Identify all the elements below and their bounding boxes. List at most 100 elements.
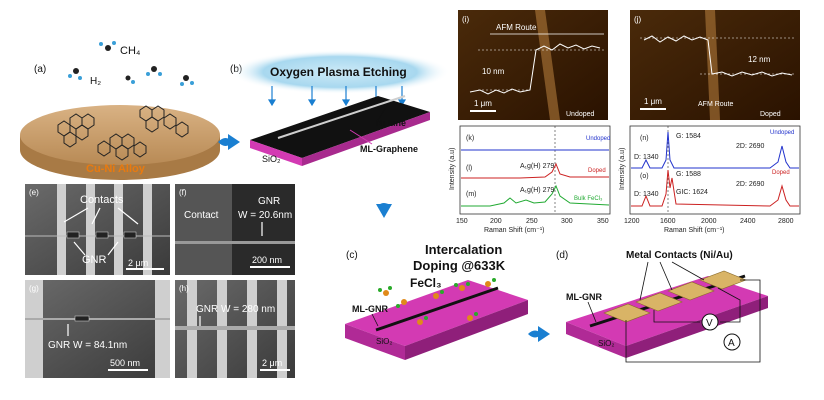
raman-m-label: (m): [466, 191, 477, 198]
panel-d: (d) Metal Contacts (Ni/Au) V A ML-GNR Si…: [556, 250, 768, 363]
raman-left-xlabel: Raman Shift (cm⁻¹): [484, 227, 544, 234]
gnr-label-e: GNR: [82, 254, 107, 266]
scale-j: 1 μm: [644, 97, 662, 106]
raman-m-peak: A₁g(H) 279: [520, 187, 554, 194]
contact-label-f: Contact: [184, 210, 219, 221]
afm-route-j: AFM Route: [698, 101, 734, 108]
ammeter-icon: [723, 333, 741, 351]
ni-line-label: Ni Line: [376, 118, 406, 128]
panel-g: (g) GNR W = 84.1nm 500 nm: [25, 280, 170, 378]
contacts-label: Contacts: [80, 194, 124, 206]
panel-h: (h) GNR W = 280 nm 2 μm: [175, 280, 295, 378]
panel-f: (f) Contact GNR W = 20.6nm 200 nm: [175, 184, 295, 275]
raman-right-xtick-0: 1200: [624, 218, 640, 225]
panel-h-label: (h): [179, 284, 189, 293]
state-i: Undoped: [566, 111, 595, 118]
panel-f-label: (f): [179, 188, 187, 197]
raman-left-xtick-1: 200: [490, 218, 502, 225]
afm-image-i: [458, 10, 608, 120]
raman-right-xtick-2: 2000: [701, 218, 717, 225]
raman-left-xtick-4: 350: [597, 218, 609, 225]
ni-line: [277, 95, 406, 139]
raman-n-2d: 2D: 2690: [736, 143, 765, 150]
raman-l-name: Doped: [588, 168, 606, 174]
panel-a-label: (a): [34, 64, 46, 75]
raman-left-xtick-3: 300: [561, 218, 573, 225]
raman-l-label: (l): [466, 165, 472, 172]
graphene-flakes: [57, 105, 189, 161]
plasma-glow: [230, 50, 450, 94]
state-j: Doped: [760, 111, 781, 118]
panel-j: (j) 12 nm 1 μm AFM Route Doped: [630, 10, 800, 120]
raman-n-name: Undoped: [770, 130, 794, 136]
panel-c: (c) Intercalation Doping @633K FeCl₃ ML-…: [345, 242, 528, 360]
voltmeter-icon: [701, 313, 719, 331]
sio2-label-d: SiO₂: [598, 339, 614, 348]
panel-e: (e) Contacts GNR 2 μm: [25, 184, 170, 275]
scale-i: 1 μm: [474, 99, 492, 108]
raman-right-xtick-3: 2400: [740, 218, 756, 225]
raman-left-xtick-0: 150: [456, 218, 468, 225]
raman-o-d: D: 1340: [634, 191, 659, 198]
gnr-width-h: GNR W = 280 nm: [196, 304, 275, 315]
sio2-side-d: [626, 296, 768, 358]
raman-left-xtick-2: 250: [526, 218, 538, 225]
substrate-label: Cu-Ni Alloy: [86, 163, 146, 175]
raman-n-d: D: 1340: [634, 154, 659, 161]
sio2-label-c: SiO₂: [376, 337, 392, 346]
flow-arrow-down: [376, 203, 392, 218]
methane-molecules: [68, 41, 194, 86]
sem-image-g: [25, 280, 170, 378]
raman-right-plot: Intensity (a.u) Raman Shift (cm⁻¹) 1200 …: [619, 125, 801, 234]
height-i: 10 nm: [482, 67, 505, 76]
scale-e: 2 μm: [128, 258, 148, 268]
flow-arrow-c-d: [528, 326, 550, 342]
sio2-front-c: [345, 324, 405, 360]
gnr-label-c: ML-GNR: [352, 304, 388, 314]
ammeter-label: A: [728, 338, 735, 349]
panel-a: (a) CH₄ H₂ Cu-Ni Alloy: [20, 41, 220, 180]
afm-route-i: AFM Route: [496, 23, 537, 32]
contact-leads: [625, 261, 761, 363]
alloy-disk-top: [20, 105, 220, 165]
raman-right-xtick-1: 1600: [660, 218, 676, 225]
raman-o-label: (o): [640, 173, 649, 180]
raman-o-2d: 2D: 2690: [736, 181, 765, 188]
sio2-top-c: [345, 280, 528, 346]
metal-pads: [603, 270, 747, 323]
raman-l-peak: A₁g(H) 279: [520, 163, 554, 170]
gnr-ribbon-c: [375, 286, 499, 332]
graphene-layer-top: [250, 96, 430, 158]
gnr-label-d: ML-GNR: [566, 292, 602, 302]
raman-curve-m: [461, 184, 610, 207]
raman-left-ylabel: Intensity (a.u): [449, 148, 456, 190]
metal-contacts-label: Metal Contacts (Ni/Au): [626, 250, 733, 261]
raman-o-g: G: 1588: [676, 171, 701, 178]
sio2-top-d: [566, 276, 768, 346]
plasma-title: Oxygen Plasma Etching: [270, 65, 407, 79]
gnr-arrows: [73, 241, 119, 256]
raman-right-ylabel: Intensity (a.u): [619, 148, 626, 190]
raman-right-xtick-4: 2800: [778, 218, 794, 225]
fecl3-label: FeCl₃: [410, 276, 442, 290]
sio2-front-d: [566, 322, 626, 358]
voltmeter-label: V: [706, 318, 713, 329]
gnr-label-f: GNR: [258, 196, 280, 207]
graphene-label: ML-Graphene: [360, 144, 418, 154]
panel-i-label: (i): [462, 15, 469, 24]
panel-i: (i) AFM Route 10 nm 1 μm Undoped: [458, 10, 608, 120]
raman-n-g: G: 1584: [676, 133, 701, 140]
panel-e-label: (e): [29, 188, 39, 197]
gnr-width-f: W = 20.6nm: [238, 210, 292, 221]
raman-curve-o: [631, 169, 799, 207]
sio2-side: [302, 112, 430, 166]
raman-k-name: Undoped: [586, 136, 610, 142]
h2-label: H₂: [90, 76, 101, 87]
afm-profile-j: [643, 35, 793, 77]
panel-c-label: (c): [346, 250, 358, 261]
scale-f: 200 nm: [252, 255, 282, 265]
panel-d-label: (d): [556, 250, 568, 261]
panel-j-label: (j): [634, 15, 641, 24]
panel-b: (b) Oxygen Plasma Etching SiO₂ Ni Line M…: [230, 50, 450, 166]
raman-curve-l: [461, 162, 609, 179]
